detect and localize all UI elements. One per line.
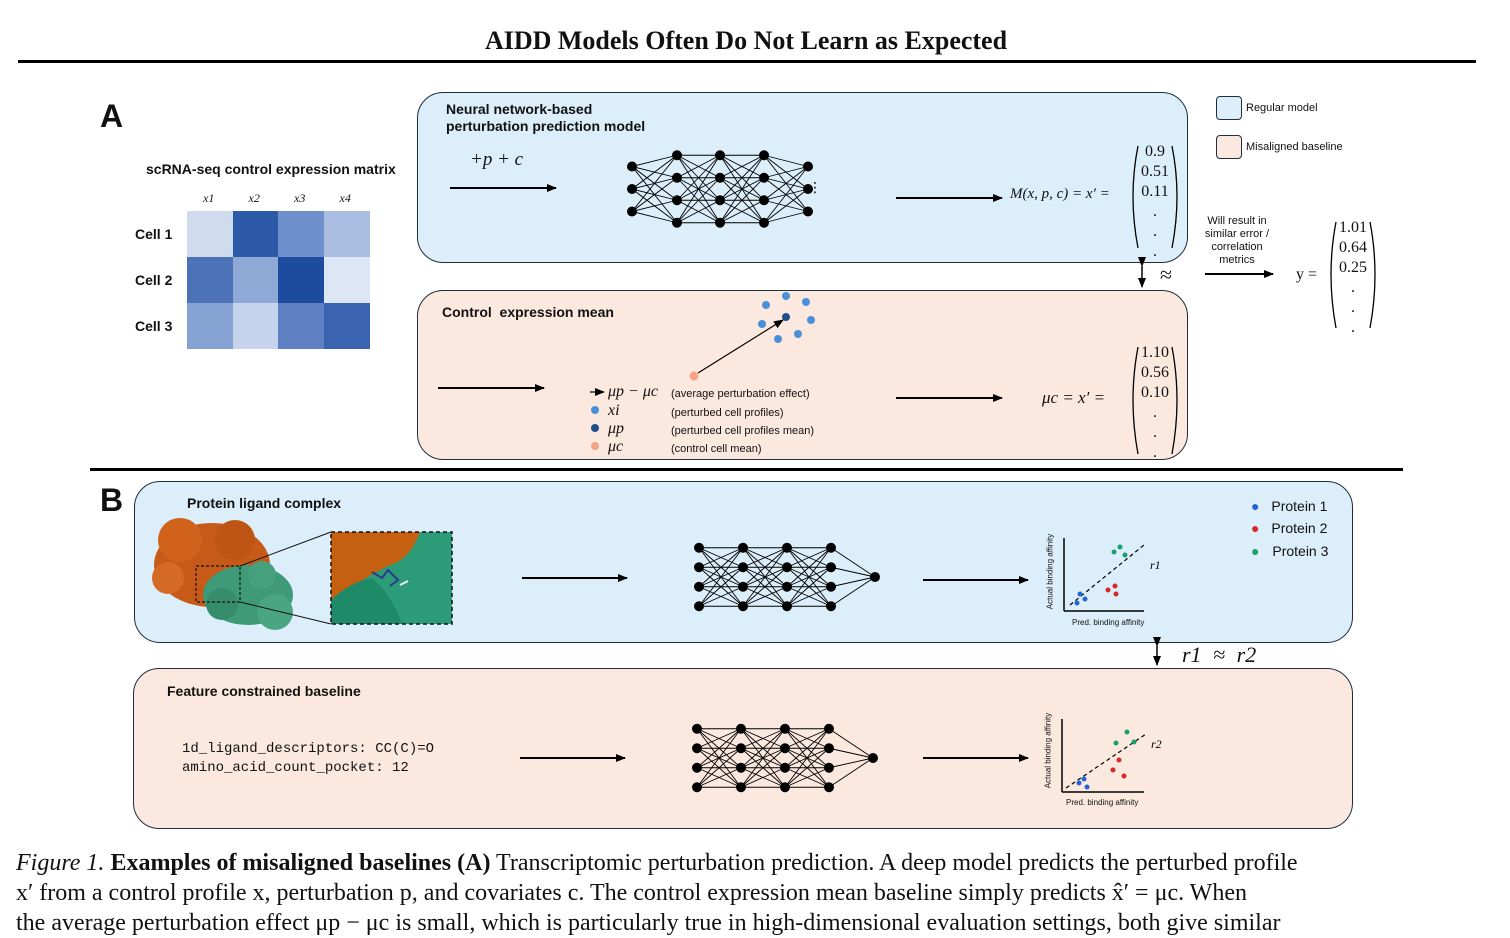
legend-xi-desc: (perturbed cell profiles)	[671, 407, 784, 419]
matrix-cell	[323, 211, 370, 257]
r-approx-label: r1 ≈ r2	[1182, 642, 1257, 667]
complex-box-label: Protein ligand complex	[187, 495, 342, 511]
vector-value: 0.51	[1141, 163, 1169, 180]
panel-a-letter: A	[100, 98, 124, 134]
matrix-title: scRNA-seq control expression matrix	[146, 161, 396, 177]
matrix-cell	[278, 303, 324, 349]
approx-symbol-a: ≈	[1160, 262, 1173, 287]
legend-avg-effect-symbol: μp − μc	[608, 383, 658, 400]
legend-muc-symbol: μc	[608, 438, 624, 455]
figure-title: AIDD Models Often Do Not Learn as Expect…	[484, 26, 1008, 55]
model-box-label-line2: perturbation prediction model	[446, 118, 646, 134]
result-text-line: metrics	[1219, 254, 1255, 266]
legend-protein-3-label: Protein 3	[1272, 543, 1329, 559]
matrix-row-label: Cell 2	[135, 272, 173, 288]
matrix-cell	[323, 303, 370, 349]
y-label: y =	[1296, 266, 1318, 283]
vector-value: .	[1351, 299, 1355, 316]
control-mean-box	[417, 290, 1188, 460]
model-output-vector: 0.9 0.51 0.11 . . .	[1132, 142, 1178, 262]
y-vector: 1.01 0.64 0.25 . . .	[1330, 218, 1376, 338]
vector-value: 1.01	[1339, 219, 1367, 236]
caption-line-1: Figure 1. Examples of misaligned baselin…	[16, 848, 1298, 878]
legend-protein-1: ● Protein 1	[1251, 498, 1327, 514]
protein-2-dot-icon: ●	[1251, 520, 1260, 536]
scatter-top-ylabel: Actual binding affinity	[1045, 533, 1055, 610]
panel-b-letter: B	[100, 482, 124, 518]
matrix-cell	[232, 303, 279, 349]
result-text-line: similar error /	[1204, 228, 1270, 240]
matrix-row-label: Cell 3	[135, 318, 173, 334]
feature-box-label: Feature constrained baseline	[167, 683, 361, 699]
matrix-column-header: x3	[294, 191, 306, 205]
vector-value: .	[1351, 279, 1355, 296]
vector-value: .	[1153, 424, 1157, 441]
vector-value: .	[1351, 319, 1355, 336]
legend-regular-label: Regular model	[1246, 102, 1318, 114]
vector-value: 0.25	[1339, 259, 1367, 276]
model-input-label: +p + c	[470, 149, 524, 170]
matrix-cell	[232, 211, 279, 257]
legend-xi-symbol: xi	[608, 402, 620, 419]
result-text: Will result in similar error / correlati…	[1196, 215, 1278, 267]
feature-line-1: 1d_ligand_descriptors: CC(C)=O	[182, 741, 435, 757]
matrix-column-header: x2	[248, 191, 260, 205]
matrix-column-header: x4	[339, 191, 351, 205]
feature-line-2: amino_acid_count_pocket: 12	[182, 760, 409, 776]
scatter-bottom-ylabel: Actual binding affinity	[1043, 712, 1053, 789]
legend-protein-2-label: Protein 2	[1271, 520, 1328, 536]
matrix-cell	[187, 211, 233, 257]
legend-protein-3: ● Protein 3	[1251, 543, 1328, 559]
vector-value: .	[1153, 243, 1157, 260]
vector-value: .	[1153, 404, 1157, 421]
vector-value: 0.56	[1141, 364, 1169, 381]
vector-value: 0.9	[1145, 143, 1165, 160]
legend-protein-2: ● Protein 2	[1251, 520, 1327, 536]
matrix-cell	[278, 257, 324, 303]
model-box-label-line1: Neural network-based	[446, 101, 593, 117]
baseline-output-vector: 1.10 0.56 0.10 . . .	[1132, 343, 1178, 463]
legend-mup-symbol: μp	[608, 420, 625, 437]
panel-separator	[90, 468, 1403, 471]
vector-value: .	[1153, 203, 1157, 220]
caption-line-3: the average perturbation effect μp − μc …	[16, 910, 1281, 936]
matrix-cell	[187, 303, 233, 349]
result-text-line: Will result in	[1207, 215, 1267, 227]
caption-line1-text: Transcriptomic perturbation prediction. …	[490, 850, 1298, 876]
model-output-expr: M(x, p, c) = x′ =	[1010, 186, 1110, 202]
legend-misaligned-label: Misaligned baseline	[1246, 141, 1343, 153]
legend-misaligned-swatch	[1216, 135, 1242, 159]
vector-value: 1.10	[1141, 344, 1169, 361]
legend-protein-1-label: Protein 1	[1271, 498, 1328, 514]
baseline-box-label: Control expression mean	[442, 304, 614, 320]
title-rule	[18, 60, 1476, 63]
matrix-cell	[232, 257, 279, 303]
caption-line-2: x′ from a control profile x, perturbatio…	[16, 880, 1247, 906]
matrix-cell	[278, 211, 324, 257]
legend-muc-desc: (control cell mean)	[671, 443, 762, 455]
matrix-cell	[323, 257, 370, 303]
scatter-bottom-xlabel: Pred. binding affinity	[1066, 798, 1139, 807]
vector-value: .	[1153, 223, 1157, 240]
matrix-column-header: x1	[203, 191, 215, 205]
result-text-line: correlation	[1211, 241, 1263, 253]
matrix-row-label: Cell 1	[135, 226, 173, 242]
legend-regular-swatch	[1216, 96, 1242, 120]
legend-mup-desc: (perturbed cell profiles mean)	[671, 425, 815, 437]
vector-value: 0.10	[1141, 384, 1169, 401]
figure-caption: Figure 1. Examples of misaligned baselin…	[16, 848, 1298, 938]
protein-1-dot-icon: ●	[1251, 498, 1260, 514]
baseline-output-expr: μc = x′ =	[1042, 388, 1106, 407]
vector-value: 0.64	[1339, 239, 1367, 256]
vector-value: 0.11	[1141, 183, 1169, 200]
scatter-top-xlabel: Pred. binding affinity	[1072, 618, 1145, 627]
matrix-cell	[187, 257, 233, 303]
caption-bold: Examples of misaligned baselines (A)	[110, 850, 491, 876]
caption-prefix: Figure 1.	[16, 850, 105, 876]
legend-avg-effect-desc: (average perturbation effect)	[671, 388, 810, 400]
protein-3-dot-icon: ●	[1251, 543, 1260, 559]
vector-value: .	[1153, 444, 1157, 461]
